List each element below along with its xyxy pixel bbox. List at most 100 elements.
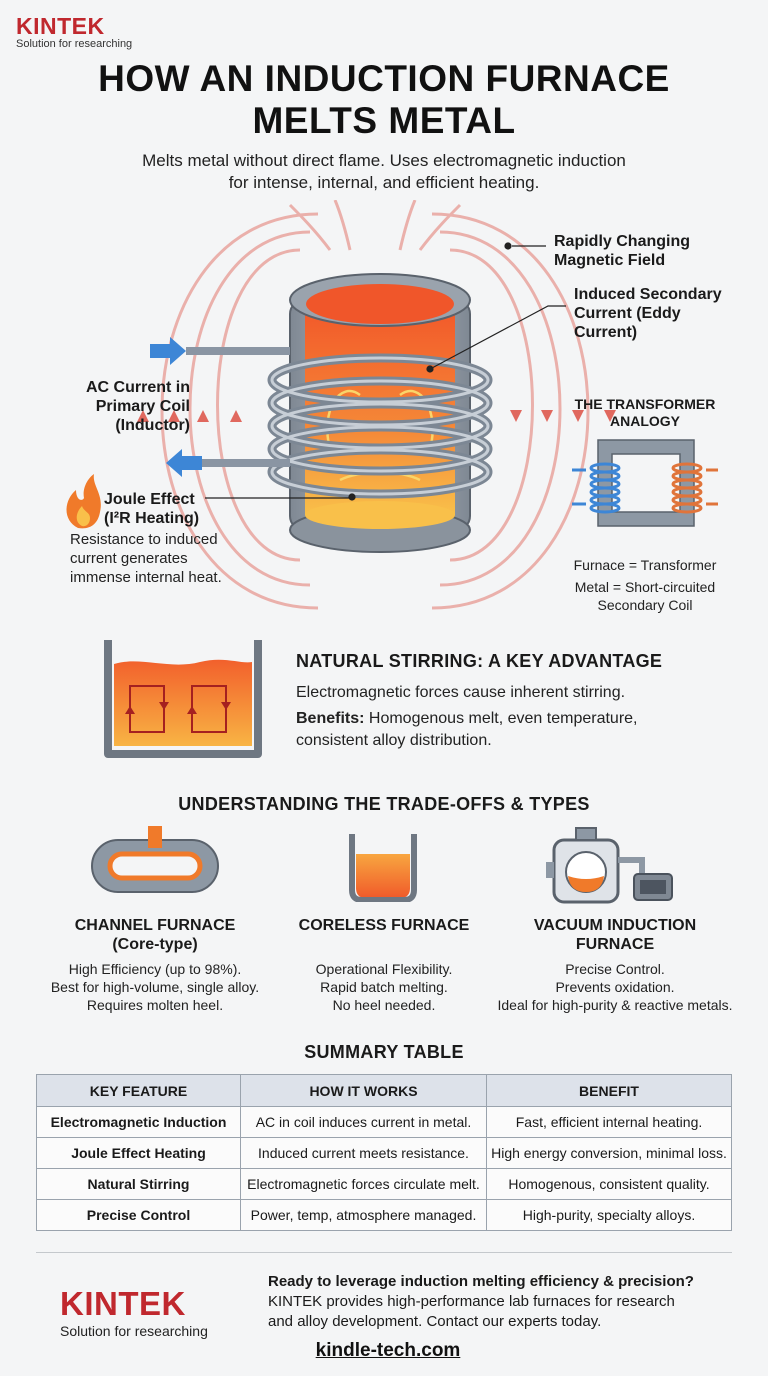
brand-logo-footer: KINTEK Solution for researching [60, 1286, 208, 1340]
type-vacuum-desc-1: Precise Control. [565, 961, 665, 977]
brand-logo-small: KINTEK Solution for researching [16, 14, 132, 51]
type-coreless-desc-3: No heel needed. [332, 997, 436, 1013]
type-coreless: CORELESS FURNACE Operational Flexibility… [280, 916, 488, 1014]
type-coreless-desc-1: Operational Flexibility. [315, 961, 453, 977]
label-ac-line-1: AC Current in [86, 379, 190, 396]
page-title: HOW AN INDUCTION FURNACE MELTS METAL [0, 58, 768, 142]
cta-headline: Ready to leverage induction melting effi… [268, 1273, 694, 1290]
label-field-line-1: Rapidly Changing [554, 233, 690, 250]
table-cell: Electromagnetic Induction [36, 1106, 241, 1138]
leader-lines [205, 242, 566, 501]
coil-leads [186, 347, 290, 467]
title-line-1: HOW AN INDUCTION FURNACE [98, 58, 670, 99]
table-cell: Power, temp, atmosphere managed. [240, 1199, 487, 1231]
summary-title: SUMMARY TABLE [304, 1042, 464, 1062]
type-coreless-desc-2: Rapid batch melting. [320, 979, 448, 995]
label-joule-line-2: (I²R Heating) [104, 510, 200, 527]
joule-desc-line-1: Resistance to induced [70, 531, 218, 548]
footer-brand-tagline: Solution for researching [60, 1323, 208, 1339]
table-cell: Joule Effect Heating [36, 1137, 241, 1169]
stirring-crucible-icon [104, 640, 262, 758]
label-magnetic-field: Rapidly Changing Magnetic Field [554, 232, 690, 270]
table-header-row: KEY FEATURE HOW IT WORKS BENEFIT [36, 1074, 732, 1107]
label-ac-line-2: Primary Coil [95, 398, 190, 415]
joule-desc-line-3: immense internal heat. [70, 569, 222, 586]
joule-desc-line-2: current generates [70, 550, 188, 567]
title-line-2: MELTS METAL [252, 100, 516, 141]
label-joule-line-1: Joule Effect [104, 491, 195, 508]
footer-brand-name: KINTEK [60, 1285, 186, 1322]
page-subtitle: Melts metal without direct flame. Uses e… [84, 150, 684, 194]
label-field-line-2: Magnetic Field [554, 252, 666, 269]
benefits-label: Benefits: [296, 710, 365, 727]
table-row: Joule Effect Heating Induced current mee… [36, 1137, 732, 1169]
crucible [289, 273, 471, 553]
call-to-action: Ready to leverage induction melting effi… [268, 1272, 748, 1332]
label-eddy-line-2: Current (Eddy [574, 305, 681, 322]
table-row: Electromagnetic Induction AC in coil ind… [36, 1106, 732, 1138]
type-channel: CHANNEL FURNACE (Core-type) High Efficie… [40, 916, 270, 1014]
type-vacuum-name: VACUUM INDUCTION [533, 917, 697, 934]
cta-line-2: KINTEK provides high-performance lab fur… [268, 1293, 675, 1310]
benefits-text: Homogenous melt, even temperature, [364, 710, 638, 727]
type-channel-name: CHANNEL FURNACE [74, 917, 236, 934]
type-vacuum-desc-3: Ideal for high-purity & reactive metals. [497, 997, 733, 1013]
label-joule-effect: Joule Effect (I²R Heating) [104, 490, 199, 528]
table-cell: Natural Stirring [36, 1168, 241, 1200]
website-link[interactable]: kindle-tech.com [315, 1340, 461, 1361]
type-vacuum-desc-2: Prevents oxidation. [555, 979, 675, 995]
table-cell: High energy conversion, minimal loss. [486, 1137, 732, 1169]
type-vacuum-subname: FURNACE [575, 936, 655, 953]
stirring-description: Electromagnetic forces cause inherent st… [296, 682, 637, 752]
vacuum-furnace-icon [546, 827, 673, 904]
transformer-line-1: Furnace = Transformer [573, 557, 717, 573]
type-vacuum: VACUUM INDUCTION FURNACE Precise Control… [490, 916, 740, 1014]
induction-furnace-diagram [66, 200, 718, 610]
label-eddy-current: Induced Secondary Current (Eddy Current) [574, 285, 722, 342]
coreless-furnace-icon [349, 834, 417, 902]
table-cell: Electromagnetic forces circulate melt. [240, 1168, 487, 1200]
ac-in-arrow-icon [150, 337, 186, 365]
label-ac-line-3: (Inductor) [115, 417, 190, 434]
column-header: BENEFIT [486, 1074, 732, 1107]
stirring-line-1: Electromagnetic forces cause inherent st… [296, 684, 626, 701]
table-row: Natural Stirring Electromagnetic forces … [36, 1168, 732, 1200]
stirring-benefits: Benefits: Homogenous melt, even temperat… [296, 708, 637, 730]
stirring-title: NATURAL STIRRING: A KEY ADVANTAGE [296, 651, 663, 671]
type-channel-desc-2: Best for high-volume, single alloy. [50, 979, 260, 995]
magnetic-field-lines [160, 200, 590, 610]
summary-table: KEY FEATURE HOW IT WORKS BENEFIT Electro… [36, 1074, 732, 1231]
type-channel-subname: (Core-type) [112, 936, 198, 953]
table-cell: Homogenous, consistent quality. [486, 1168, 732, 1200]
brand-name: KINTEK [16, 13, 105, 39]
table-cell: Induced current meets resistance. [240, 1137, 487, 1169]
column-header: KEY FEATURE [36, 1074, 241, 1107]
transformer-icon [572, 439, 718, 527]
table-cell: High-purity, specialty alloys. [486, 1199, 732, 1231]
table-cell: AC in coil induces current in metal. [240, 1106, 487, 1138]
table-row: Precise Control Power, temp, atmosphere … [36, 1199, 732, 1231]
subtitle-line-2: for intense, internal, and efficient hea… [228, 173, 540, 192]
transformer-line-3: Secondary Coil [597, 597, 693, 613]
transformer-description: Furnace = Transformer Metal = Short-circ… [556, 556, 734, 614]
type-channel-desc-1: High Efficiency (up to 98%). [68, 961, 242, 977]
tradeoffs-title: UNDERSTANDING THE TRADE-OFFS & TYPES [178, 794, 590, 814]
transformer-title-line-1: THE TRANSFORMER [574, 396, 716, 412]
brand-tagline: Solution for researching [16, 38, 133, 50]
label-eddy-line-1: Induced Secondary [574, 286, 722, 303]
channel-furnace-icon [91, 826, 219, 893]
transformer-title: THE TRANSFORMER ANALOGY [560, 396, 730, 430]
table-cell: Precise Control [36, 1199, 241, 1231]
transformer-line-2: Metal = Short-circuited [574, 579, 716, 595]
stirring-line-3: consistent alloy distribution. [296, 732, 492, 749]
type-channel-desc-3: Requires molten heel. [86, 997, 224, 1013]
table-cell: Fast, efficient internal heating. [486, 1106, 732, 1138]
flame-icon [66, 474, 101, 529]
cta-line-3: and alloy development. Contact our exper… [268, 1313, 602, 1330]
joule-description: Resistance to induced current generates … [70, 530, 222, 587]
type-coreless-name: CORELESS FURNACE [298, 917, 470, 934]
column-header: HOW IT WORKS [240, 1074, 487, 1107]
ac-out-arrow-icon [166, 449, 202, 477]
label-ac-current: AC Current in Primary Coil (Inductor) [60, 378, 190, 435]
label-eddy-line-3: Current) [574, 324, 638, 341]
